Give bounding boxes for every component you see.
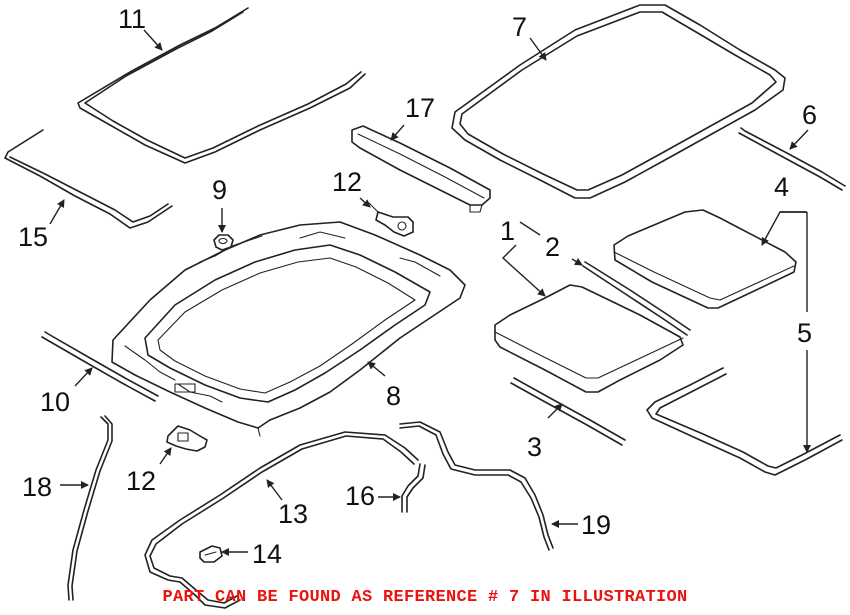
callout-5: 5	[797, 318, 812, 348]
callout-11: 11	[118, 4, 146, 34]
part-12-upper-connector	[368, 202, 414, 237]
callout-16: 16	[345, 481, 375, 511]
callout-3: 3	[527, 432, 542, 462]
part-17-deflector	[351, 125, 491, 213]
part-14-clip	[199, 545, 223, 563]
callout-15: 15	[18, 222, 48, 252]
part-4-rear-glass	[613, 209, 797, 309]
callout-17: 17	[405, 93, 435, 123]
part-19-drain-hose	[399, 421, 554, 551]
callout-14: 14	[252, 539, 282, 569]
part-11-weatherstrip	[77, 7, 366, 164]
callout-6: 6	[802, 100, 817, 130]
part-1-shade-panel	[494, 284, 684, 393]
part-10-strip	[41, 331, 159, 402]
part-3-strip	[510, 377, 626, 446]
callout-18: 18	[22, 472, 52, 502]
callout-19: 19	[581, 510, 611, 540]
leader-lines	[49, 29, 811, 556]
part-9-nut	[213, 234, 234, 251]
callout-10: 10	[40, 387, 70, 417]
callout-8: 8	[386, 381, 401, 411]
callout-12-lower: 12	[126, 466, 156, 496]
part-16-small-hose	[401, 463, 426, 513]
reference-note: PART CAN BE FOUND AS REFERENCE # 7 IN IL…	[162, 588, 688, 607]
part-8-frame	[111, 221, 466, 437]
part-15-front-seal	[4, 129, 173, 229]
part-7-glass-seal	[451, 4, 786, 199]
callout-12-upper: 12	[332, 167, 362, 197]
part-6-seal-strip	[738, 127, 846, 191]
callout-4: 4	[774, 172, 789, 202]
part-12-lower-connector	[166, 425, 208, 452]
callout-13: 13	[278, 499, 308, 529]
callout-1: 1	[500, 216, 515, 246]
part-5-seal-frame	[646, 367, 843, 476]
part-18-drain-hose	[67, 415, 113, 601]
callout-2: 2	[545, 232, 560, 262]
part-2-strip	[582, 261, 691, 336]
callout-7: 7	[512, 12, 527, 42]
callout-labels: 11 7 6 17 12 9 4 15 1 2 5 8 10 3 18 12 1…	[18, 4, 817, 569]
callout-9: 9	[212, 175, 227, 205]
part-13-drain-hose	[144, 431, 419, 609]
